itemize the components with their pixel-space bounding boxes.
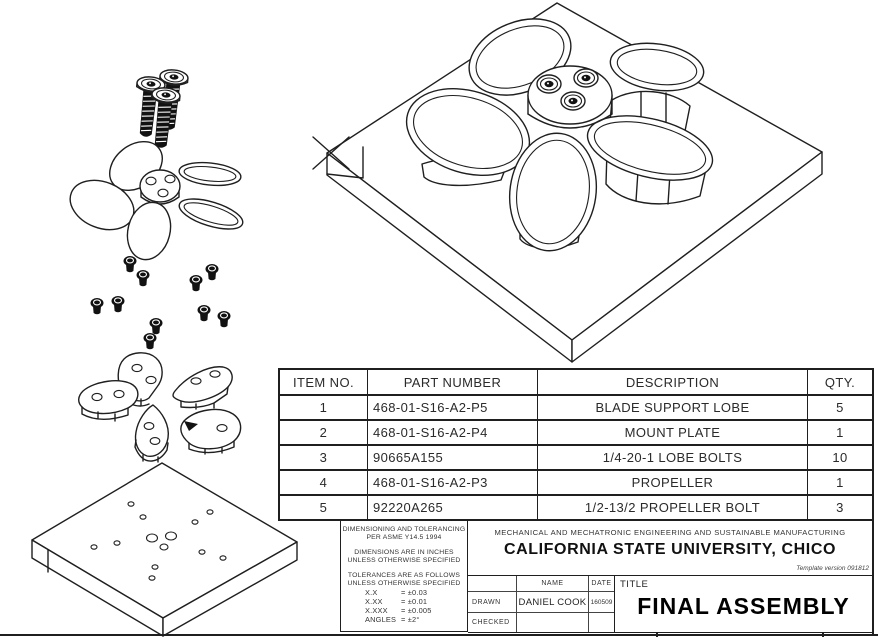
tolerance-label: X.X <box>365 588 378 597</box>
tolerance-value: = ±0.01 <box>401 597 428 606</box>
template-version: Template version 091812 <box>796 565 869 572</box>
assembled-blades <box>405 18 714 252</box>
department-name: MECHANICAL AND MECHATRONIC ENGINEERING A… <box>494 528 846 537</box>
hub-bolt <box>573 68 599 88</box>
blade-support-lobes-drawing <box>78 352 242 463</box>
drawn-date: 160509 <box>589 591 614 612</box>
drawn-name: DANIEL COOK <box>517 591 589 612</box>
tolerance-row: X.X = ±0.03 <box>365 588 443 597</box>
bom-header-item: ITEM NO. <box>280 370 368 394</box>
tolerance-notes: DIMENSIONING AND TOLERANCING PER ASME Y1… <box>340 521 468 632</box>
date-header: DATE <box>591 580 612 587</box>
bom-row: 2 468-01-S16-A2-P4 MOUNT PLATE 1 <box>280 419 872 444</box>
title-cell: TITLE FINAL ASSEMBLY <box>614 575 872 632</box>
bom-cell-qty: 1 <box>836 425 844 440</box>
bom-cell-description: 1/2-13/2 PROPELLER BOLT <box>538 496 808 519</box>
assembled-hub <box>527 65 613 129</box>
bom-header-description: DESCRIPTION <box>538 370 808 394</box>
university-name: CALIFORNIA STATE UNIVERSITY, CHICO <box>503 541 837 558</box>
bom-cell-item: 2 <box>280 421 368 444</box>
bom-row: 5 92220A265 1/2-13/2 PROPELLER BOLT 3 <box>280 494 872 519</box>
bom-cell-part-number: 92220A265 <box>368 496 538 519</box>
bom-cell-qty: 1 <box>836 475 844 490</box>
drawing-title: FINAL ASSEMBLY <box>637 593 850 619</box>
note-line: UNLESS OTHERWISE SPECIFIED <box>347 557 461 564</box>
bom-cell-description: 1/4-20-1 LOBE BOLTS <box>538 446 808 469</box>
bom-cell-part-number: 468-01-S16-A2-P5 <box>368 396 538 419</box>
tolerance-label: ANGLES <box>365 615 397 624</box>
tolerance-row: X.XXX = ±0.005 <box>365 606 443 615</box>
bom-row: 4 468-01-S16-A2-P3 PROPELLER 1 <box>280 469 872 494</box>
bom-cell-item: 3 <box>280 446 368 469</box>
hub-bolt <box>536 74 562 94</box>
checked-date <box>589 612 614 632</box>
note-line: DIMENSIONS ARE IN INCHES <box>354 549 454 556</box>
bom-cell-part-number: 468-01-S16-A2-P3 <box>368 471 538 494</box>
bom-header-row: ITEM NO. PART NUMBER DESCRIPTION QTY. <box>280 370 872 394</box>
bom-table: ITEM NO. PART NUMBER DESCRIPTION QTY. 1 … <box>278 368 874 521</box>
checked-name <box>517 612 589 632</box>
bom-cell-item: 1 <box>280 396 368 419</box>
bom-cell-item: 5 <box>280 496 368 519</box>
bom-cell-description: MOUNT PLATE <box>538 421 808 444</box>
title-block: DIMENSIONING AND TOLERANCING PER ASME Y1… <box>340 519 874 637</box>
sheet-bottom-border <box>0 634 878 636</box>
hub-bolt <box>560 91 586 111</box>
tolerance-label: X.XX <box>365 597 383 606</box>
bom-cell-description: PROPELLER <box>538 471 808 494</box>
bom-row: 1 468-01-S16-A2-P5 BLADE SUPPORT LOBE 5 <box>280 394 872 419</box>
propeller-bolts-drawing <box>130 67 190 150</box>
bom-header-qty: QTY. <box>824 374 856 390</box>
tolerance-row: ANGLES = ±2° <box>365 615 443 624</box>
name-header: NAME <box>517 576 589 591</box>
bom-cell-qty: 5 <box>836 400 844 415</box>
signoff-table: NAME DATE DRAWN DANIEL COOK 160509 CHECK… <box>468 575 614 632</box>
mount-plate-drawing <box>31 462 298 637</box>
note-line: PER ASME Y14.5 1994 <box>366 534 442 541</box>
tolerance-value: = ±2° <box>401 615 420 624</box>
bom-header-part-number: PART NUMBER <box>368 370 538 394</box>
propeller-drawing <box>69 140 244 261</box>
bom-row: 3 90665A155 1/4-20-1 LOBE BOLTS 10 <box>280 444 872 469</box>
assembled-view-drawing <box>312 2 823 363</box>
signoff-blank <box>468 576 517 591</box>
lobe-bolts-drawing <box>89 255 232 350</box>
tolerance-value: = ±0.03 <box>401 588 428 597</box>
corner-x-mark <box>312 136 350 170</box>
checked-label: CHECKED <box>468 612 517 632</box>
bom-cell-item: 4 <box>280 471 368 494</box>
bom-cell-part-number: 90665A155 <box>368 446 538 469</box>
note-line: TOLERANCES ARE AS FOLLOWS <box>347 572 461 579</box>
organization-block: MECHANICAL AND MECHATRONIC ENGINEERING A… <box>468 521 872 575</box>
bom-cell-description: BLADE SUPPORT LOBE <box>538 396 808 419</box>
title-label: TITLE <box>620 579 649 590</box>
tolerance-label: X.XXX <box>365 606 388 615</box>
tolerance-row: X.XX = ±0.01 <box>365 597 443 606</box>
bom-cell-qty: 3 <box>836 500 844 515</box>
plate-notch <box>326 146 364 179</box>
note-line: UNLESS OTHERWISE SPECIFIED <box>347 580 461 587</box>
drawn-label: DRAWN <box>468 591 517 612</box>
bom-cell-qty: 10 <box>832 450 848 465</box>
note-line: DIMENSIONING AND TOLERANCING <box>342 526 466 533</box>
tolerance-value: = ±0.005 <box>401 606 432 615</box>
bom-cell-part-number: 468-01-S16-A2-P4 <box>368 421 538 444</box>
